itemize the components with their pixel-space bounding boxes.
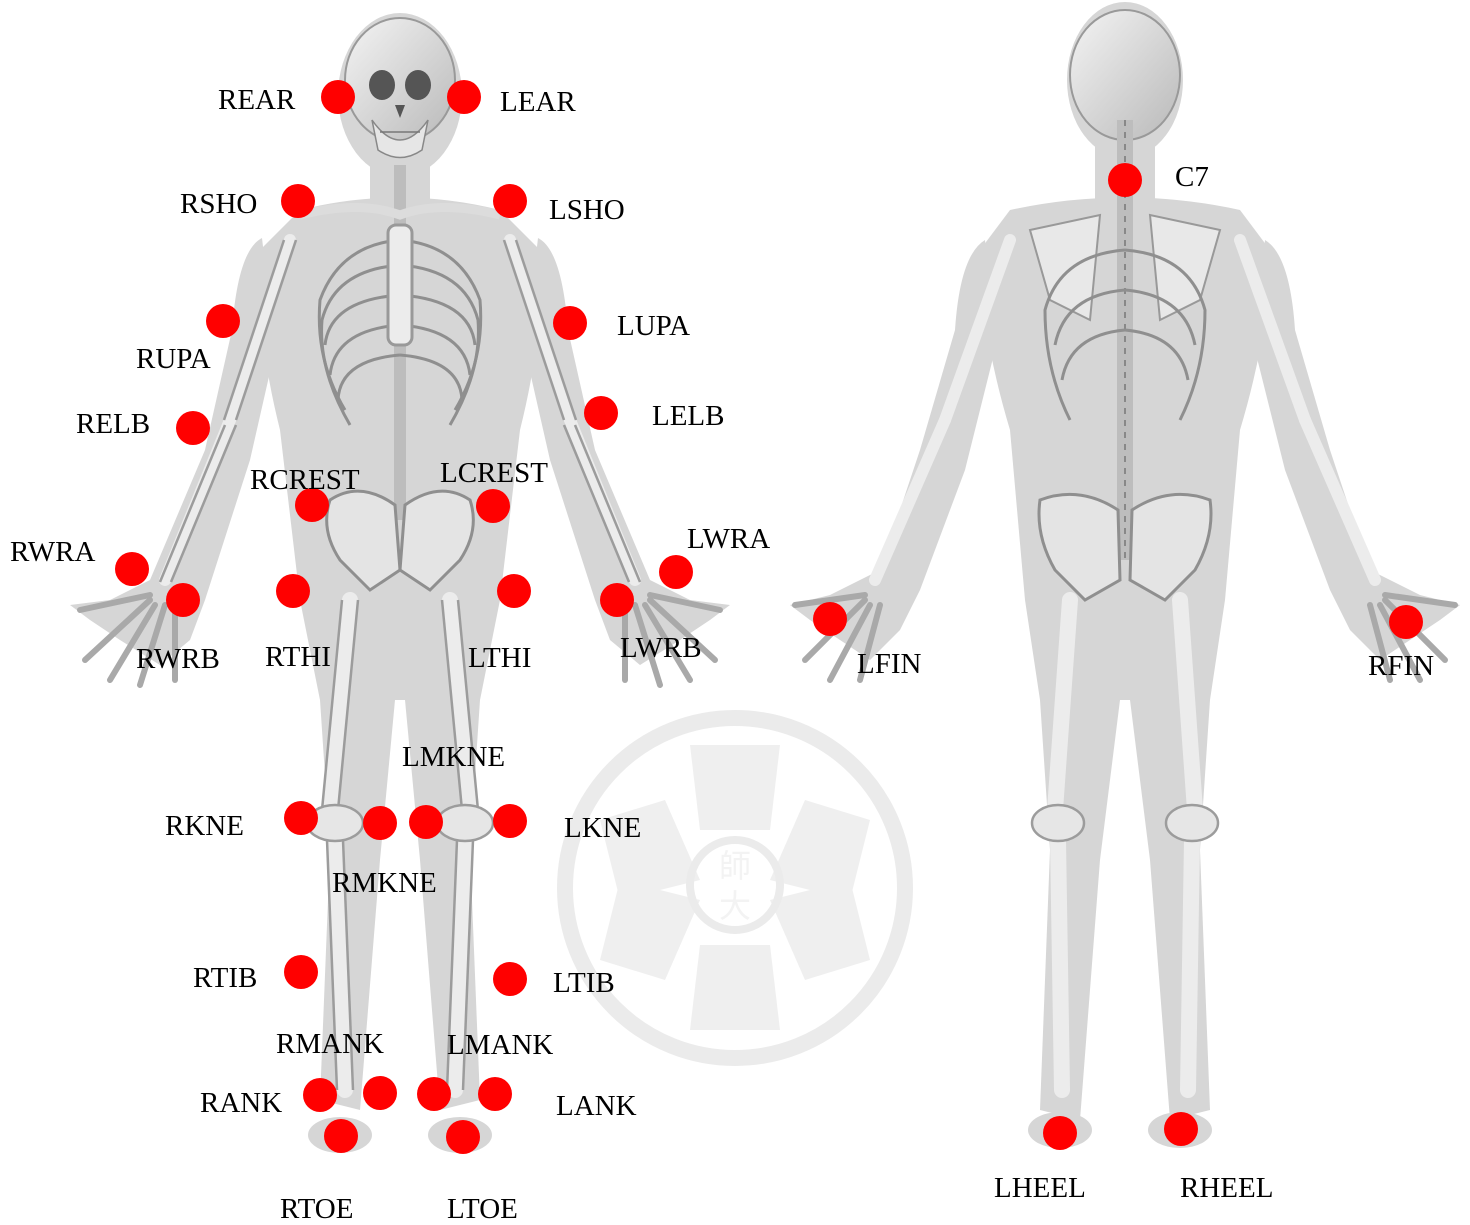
marker-rear-dot [321, 80, 355, 114]
university-seal: 師 大 [565, 718, 905, 1058]
marker-lheel-label: LHEEL [994, 1174, 1086, 1203]
marker-lmkne-label: LMKNE [402, 743, 505, 772]
marker-lsho-dot [493, 184, 527, 218]
marker-relb-dot [176, 411, 210, 445]
marker-lheel-dot [1043, 1116, 1077, 1150]
marker-rank-dot [303, 1078, 337, 1112]
marker-rsho-label: RSHO [180, 190, 257, 219]
marker-ltoe-label: LTOE [447, 1195, 518, 1224]
marker-rtoe-label: RTOE [280, 1195, 353, 1224]
marker-rfin-dot [1389, 605, 1423, 639]
marker-rcrest-label: RCREST [250, 466, 360, 495]
seal-char-1: 師 [719, 847, 751, 885]
marker-rsho-dot [281, 184, 315, 218]
marker-rthi-dot [276, 574, 310, 608]
seal-char-2: 大 [719, 887, 751, 925]
marker-lelb-dot [584, 396, 618, 430]
marker-rtib-label: RTIB [193, 964, 257, 993]
marker-rkne-label: RKNE [165, 812, 244, 841]
marker-lmank-label: LMANK [447, 1031, 553, 1060]
marker-rmkne-label: RMKNE [332, 869, 437, 898]
marker-c7-dot [1108, 163, 1142, 197]
marker-rheel-dot [1164, 1112, 1198, 1146]
marker-lmkne-dot [409, 805, 443, 839]
front-figure [70, 13, 730, 1153]
marker-lear-dot [447, 80, 481, 114]
marker-lmank-dot [417, 1077, 451, 1111]
marker-rupa-dot [206, 304, 240, 338]
marker-rank-label: RANK [200, 1089, 282, 1118]
marker-rheel-label: RHEEL [1180, 1174, 1273, 1203]
marker-rwra-label: RWRA [10, 538, 95, 567]
marker-lthi-dot [497, 574, 531, 608]
marker-rtib-dot [284, 955, 318, 989]
marker-lthi-label: LTHI [468, 644, 531, 673]
marker-lfin-dot [813, 602, 847, 636]
marker-lupa-dot [553, 306, 587, 340]
marker-ltib-label: LTIB [553, 969, 615, 998]
marker-rwrb-label: RWRB [136, 645, 220, 674]
marker-rmank-dot [363, 1076, 397, 1110]
marker-rwra-dot [115, 552, 149, 586]
back-knees [1032, 805, 1218, 841]
marker-lear-label: LEAR [500, 88, 576, 117]
marker-lcrest-label: LCREST [440, 459, 548, 488]
marker-lsho-label: LSHO [549, 196, 625, 225]
marker-rear-label: REAR [218, 86, 295, 115]
marker-rkne-dot [284, 801, 318, 835]
marker-rwrb-dot [166, 583, 200, 617]
marker-rmank-label: RMANK [276, 1030, 384, 1059]
marker-rthi-label: RTHI [265, 643, 331, 672]
marker-ltoe-dot [446, 1120, 480, 1154]
marker-lkne-label: LKNE [564, 814, 641, 843]
marker-lupa-label: LUPA [617, 312, 690, 341]
marker-lank-label: LANK [556, 1092, 637, 1121]
marker-c7-label: C7 [1175, 163, 1209, 192]
marker-lwrb-dot [600, 583, 634, 617]
marker-lwrb-label: LWRB [620, 634, 702, 663]
marker-lelb-label: LELB [652, 402, 725, 431]
marker-lwra-label: LWRA [687, 525, 770, 554]
marker-lkne-dot [493, 804, 527, 838]
marker-ltib-dot [493, 962, 527, 996]
marker-lfin-label: LFIN [857, 650, 921, 679]
marker-rupa-label: RUPA [136, 345, 211, 374]
marker-rmkne-dot [363, 806, 397, 840]
marker-lwra-dot [659, 555, 693, 589]
marker-rfin-label: RFIN [1368, 652, 1434, 681]
marker-lank-dot [478, 1077, 512, 1111]
marker-lcrest-dot [476, 489, 510, 523]
marker-relb-label: RELB [76, 410, 150, 439]
marker-rtoe-dot [324, 1119, 358, 1153]
